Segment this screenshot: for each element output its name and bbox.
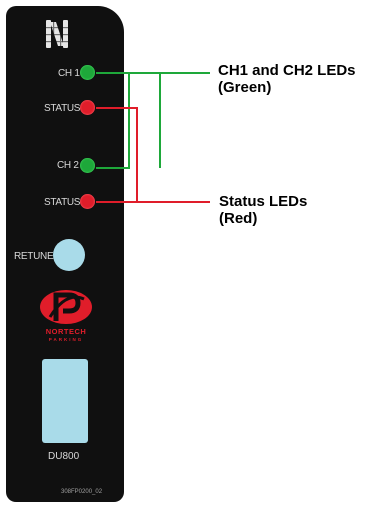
status1-label: STATUS bbox=[44, 103, 81, 114]
ch2-label: CH 2 bbox=[57, 160, 79, 171]
status2-label: STATUS bbox=[44, 197, 81, 208]
retune-label: RETUNE bbox=[14, 251, 54, 262]
model-label: DU800 bbox=[48, 451, 80, 462]
part-number: 308FP0200_02 bbox=[61, 489, 103, 495]
nortech-n-logo-icon bbox=[46, 20, 68, 48]
ch2-led bbox=[80, 158, 95, 173]
green-callout: CH1 and CH2 LEDs (Green) bbox=[218, 62, 356, 96]
green-leader-lines bbox=[96, 72, 210, 169]
red-callout: Status LEDs (Red) bbox=[219, 193, 307, 227]
red-callout-line1: Status LEDs bbox=[219, 193, 308, 210]
green-bracket bbox=[96, 72, 130, 169]
green-callout-line2: (Green) bbox=[218, 79, 272, 96]
brand-name: NORTECH bbox=[45, 327, 87, 336]
green-callout-line1: CH1 and CH2 LEDs bbox=[218, 62, 356, 79]
display-window bbox=[42, 359, 88, 443]
red-leader-lines bbox=[96, 107, 210, 203]
red-bracket bbox=[96, 107, 138, 203]
red-callout-line2: (Red) bbox=[219, 210, 258, 227]
brand-wordmark: NORTECH PARKING bbox=[36, 328, 96, 344]
green-branch bbox=[96, 72, 161, 168]
status2-led bbox=[80, 194, 95, 209]
status1-led bbox=[80, 100, 95, 115]
brand-sub: PARKING bbox=[48, 337, 84, 342]
ch1-led bbox=[80, 65, 95, 80]
ch1-label: CH 1 bbox=[58, 68, 80, 79]
retune-button[interactable] bbox=[53, 239, 85, 271]
nortech-parking-logo-icon bbox=[40, 290, 92, 324]
